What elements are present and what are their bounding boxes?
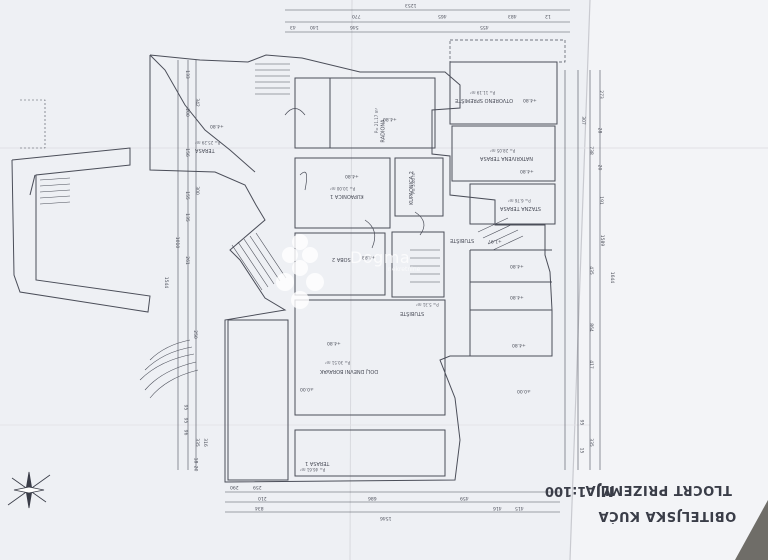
room-label-radiona: RADIONA	[380, 119, 387, 143]
dimension-label: 459	[460, 495, 469, 500]
room-area-radiona: P= 21.17 m²	[374, 107, 380, 134]
room-label-soba-2: SOBA 2	[332, 256, 351, 262]
elevation-marker: +4.80	[210, 123, 224, 128]
dimension-label: 864	[587, 323, 593, 332]
dimension-label: 415	[515, 505, 524, 510]
elevation-marker: +4.80	[383, 116, 397, 121]
dimension-label: 20	[596, 164, 602, 171]
elevation-marker: +4.80	[510, 263, 524, 268]
room-label-terasa: TERASA	[195, 147, 215, 153]
room-area-kupaonica-1: P= 10.00 m²	[330, 186, 356, 191]
dimension-label: 335	[587, 438, 593, 447]
dimension-label: 1544	[163, 276, 169, 289]
dimension-label: 307	[579, 116, 585, 125]
dimension-label: 259	[253, 484, 262, 489]
dimension-label: 1253	[405, 2, 417, 7]
room-area-natkrivena-terasa: P= 28.05 m²	[490, 148, 516, 153]
room-area-kupaonica-2: P= 5.60 m²	[410, 171, 416, 194]
dimension-label: 250	[191, 330, 197, 339]
room-area-otvoreno-spremiste: P= 11.19 m²	[470, 90, 496, 95]
room-label-natkrivena-terasa: NATKRIVENA TERASA	[480, 155, 533, 161]
drawing-title: OBITELJSKA KUĆA	[598, 508, 737, 523]
room-label-stazna-terasa: STAZNA TERASA	[500, 205, 542, 211]
dimension-label: 342	[193, 98, 199, 107]
dimension-label: 300	[193, 186, 199, 195]
dimension-label: 834	[255, 505, 264, 510]
dimension-label: 770	[352, 13, 361, 18]
dimension-label: 95	[182, 417, 188, 424]
dimension-label: 417	[587, 360, 593, 369]
room-area-terasa: P= 25.29 m²	[195, 140, 221, 145]
dimension-label: 43	[290, 24, 296, 29]
dimension-label: 28	[596, 127, 602, 134]
watermark-brand: Dogma	[350, 248, 411, 267]
dimension-label: 1644	[609, 271, 615, 284]
dimension-label: 686	[368, 495, 377, 500]
dimension-label: 455	[480, 24, 489, 29]
dimension-label: 20	[192, 465, 198, 472]
compass-rose-icon	[7, 471, 51, 509]
dimension-label: 15	[578, 447, 584, 454]
room-label-stubiste-1: STUBIŠTE	[450, 237, 475, 243]
dimension-label: 12	[545, 13, 551, 18]
dimension-label: 261	[183, 256, 189, 265]
dimension-label: 483	[508, 13, 517, 18]
dimension-label: 18	[192, 457, 198, 464]
dimension-label: 316	[201, 438, 207, 447]
elevation-marker: +4.80	[345, 173, 359, 178]
elevation-marker: +1.97	[488, 238, 502, 243]
dimension-label: 738	[587, 146, 593, 155]
dimension-label: 155	[183, 191, 189, 200]
dimension-label: 335	[193, 438, 199, 447]
dimension-label: 435	[587, 266, 593, 275]
watermark-logo-icon	[276, 234, 324, 309]
room-area-stubiste-2: P= 5.31 m²	[416, 302, 439, 307]
room-area-stazna-terasa: P= 6.76 m²	[508, 198, 531, 203]
elevation-marker: +4.80	[523, 97, 537, 102]
dimension-label: 1589	[599, 234, 605, 247]
building-outline	[11, 39, 566, 483]
dimension-label: 96	[182, 429, 188, 436]
watermark-tagline: nekretnine	[388, 266, 421, 273]
room-label-otvoreno-spremiste: OTVORENO SPREMIŠTE	[455, 97, 514, 103]
dimension-lines	[177, 9, 601, 513]
room-area-terasa-1: P= 46.61 m²	[300, 467, 326, 472]
dimension-label: 416	[493, 505, 502, 510]
dimension-label: 1010	[174, 236, 180, 249]
drawing-scale: MJ. 1:100	[545, 483, 614, 498]
room-label-dnevni-boravak: DOLJ DNEVNI BORAVAK	[320, 368, 379, 374]
dimension-label: 273	[597, 90, 603, 99]
room-label-stubiste-2: STUBIŠTE	[400, 310, 425, 316]
dimension-label: 133	[183, 70, 189, 79]
dimension-label: 210	[258, 495, 267, 500]
dimension-label: 290	[230, 484, 239, 489]
dimension-label: 191	[597, 196, 603, 205]
dimension-label: 156	[183, 148, 189, 157]
dimension-label: 135	[183, 213, 189, 222]
room-label-terasa-1: TERASA 1	[305, 460, 330, 466]
elevation-marker: +4.80	[512, 342, 526, 347]
elevation-marker: +4.80	[520, 168, 534, 173]
dimension-label: 1546	[380, 515, 392, 520]
elevation-marker: ±0.00	[517, 388, 531, 393]
elevation-marker: +4.80	[327, 340, 341, 345]
dimension-label: 465	[438, 13, 447, 18]
room-label-kupaonica-1: KUPAONICA 1	[330, 193, 364, 199]
dimension-label: 95	[578, 419, 584, 426]
dimension-label: 200	[183, 108, 189, 117]
room-area-dnevni-boravak: P= 30.51 m²	[325, 360, 351, 365]
dimension-label: 95	[182, 404, 188, 411]
elevation-marker: ±0.00	[300, 386, 314, 391]
dimension-label: 140	[310, 24, 319, 29]
elevation-marker: +4.80	[510, 294, 524, 299]
dimension-label: 546	[350, 24, 359, 29]
